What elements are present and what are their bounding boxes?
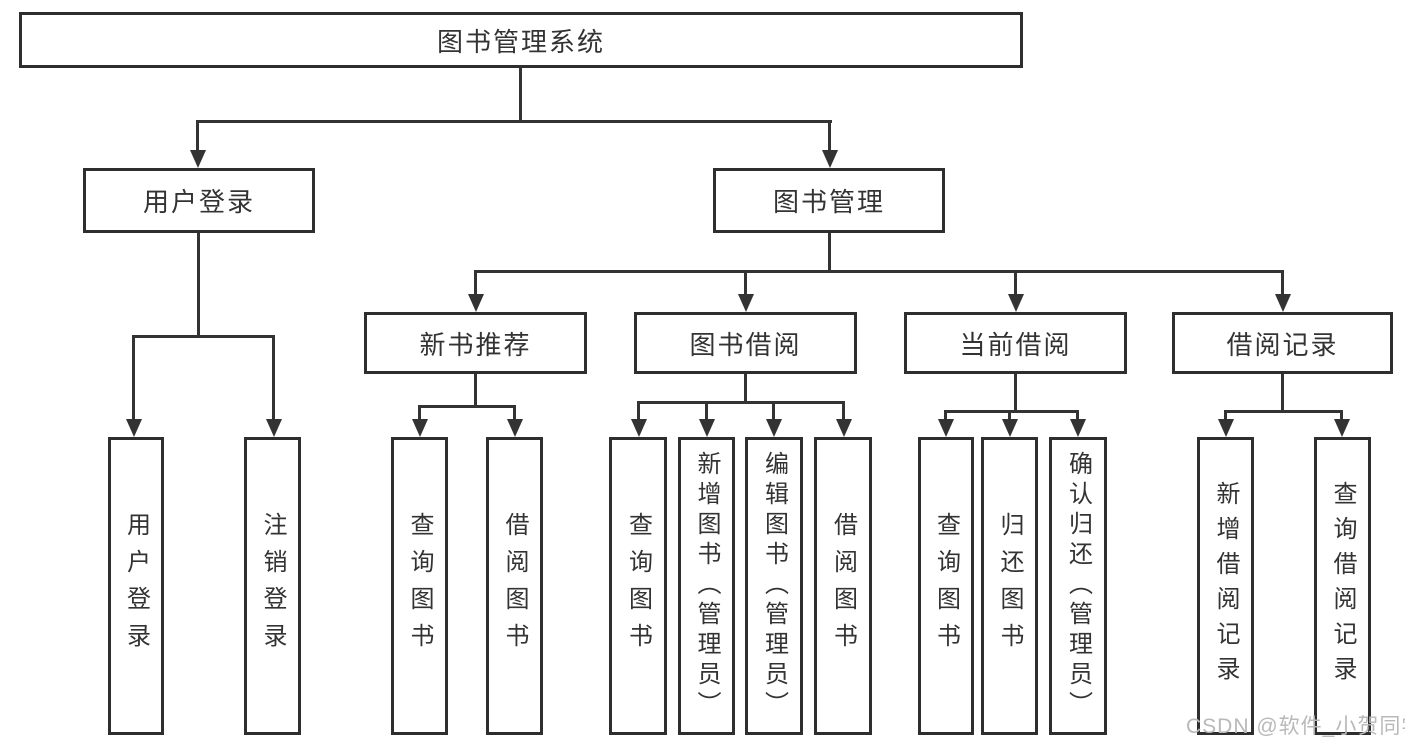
node-label: 图书借阅	[689, 329, 802, 360]
leaf-label: 新增图书（管理员）	[693, 451, 720, 721]
leaf-label: 查询图书	[932, 512, 960, 660]
node-user-login: 用户登录	[83, 168, 315, 233]
connector-drop-user-login	[196, 120, 199, 150]
csdn-watermark: CSDN @软件_小贺同学	[1186, 715, 1405, 738]
connector-drop-book-mgmt	[828, 120, 831, 150]
connector-root-bar	[196, 120, 832, 123]
connector-drop	[772, 401, 775, 419]
leaf-return-books: 归还图书	[981, 437, 1038, 735]
connector-new-books-stem	[474, 374, 477, 405]
connector-drop-logout	[272, 335, 275, 419]
connector-current-borrow-bar	[944, 410, 1079, 413]
leaf-label: 用户登录	[122, 512, 150, 660]
leaf-label: 查询图书	[624, 512, 652, 660]
leaf-add-borrow-record: 新增借阅记录	[1197, 437, 1254, 735]
connector-book-mgmt-bar	[474, 270, 1284, 273]
leaf-label: 新增借阅记录	[1212, 481, 1239, 691]
arrow-down-icon	[507, 419, 523, 437]
node-root-label: 图书管理系统	[436, 26, 605, 57]
connector-borrow-records-stem	[1281, 374, 1284, 410]
arrow-down-icon	[699, 419, 715, 437]
arrow-down-icon	[190, 150, 206, 168]
arrow-down-icon	[1218, 419, 1234, 437]
connector-book-borrow-bar	[637, 401, 845, 404]
connector-book-mgmt-stem	[828, 233, 831, 270]
leaf-confirm-return-admin: 确认归还（管理员）	[1049, 437, 1107, 735]
leaf-label: 借阅图书	[501, 512, 528, 660]
leaf-label: 注销登录	[259, 512, 286, 660]
connector-drop	[944, 410, 947, 419]
leaf-query-books: 查询图书	[609, 437, 667, 735]
connector-drop	[1008, 410, 1011, 419]
connector-new-books-bar	[418, 405, 516, 408]
connector-drop-current-borrow	[1014, 270, 1017, 294]
leaf-borrow-books: 借阅图书	[814, 437, 872, 735]
node-book-borrowing: 图书借阅	[634, 312, 857, 374]
leaf-label: 归还图书	[996, 512, 1023, 660]
connector-user-login-bar	[132, 335, 275, 338]
arrow-down-icon	[631, 419, 647, 437]
node-book-management-label: 图书管理	[772, 187, 885, 217]
leaf-label: 编辑图书（管理员）	[760, 451, 788, 721]
arrow-down-icon	[738, 294, 754, 312]
node-new-book-recommendation: 新书推荐	[364, 312, 587, 374]
leaf-borrow-books: 借阅图书	[486, 437, 543, 735]
arrow-down-icon	[822, 150, 838, 168]
leaf-edit-books-admin: 编辑图书（管理员）	[745, 437, 803, 735]
leaf-user-login: 用户登录	[108, 437, 164, 735]
connector-drop	[513, 405, 516, 419]
connector-drop	[1340, 410, 1343, 419]
leaf-logout: 注销登录	[244, 437, 301, 735]
arrow-down-icon	[938, 419, 954, 437]
node-book-management: 图书管理	[713, 168, 945, 233]
arrow-down-icon	[1275, 294, 1291, 312]
arrow-down-icon	[266, 419, 282, 437]
arrow-down-icon	[468, 294, 484, 312]
leaf-query-books: 查询图书	[391, 437, 448, 735]
connector-drop	[418, 405, 421, 419]
node-borrowing-records: 借阅记录	[1172, 312, 1393, 374]
connector-drop	[1076, 410, 1079, 419]
leaf-label: 查询图书	[406, 512, 433, 660]
connector-root-stem	[519, 68, 522, 120]
leaf-query-books: 查询图书	[918, 437, 974, 735]
connector-user-login-stem	[197, 233, 200, 335]
arrow-down-icon	[1070, 419, 1086, 437]
leaf-add-books-admin: 新增图书（管理员）	[678, 437, 735, 735]
arrow-down-icon	[1008, 294, 1024, 312]
node-label: 新书推荐	[419, 329, 532, 360]
connector-book-borrow-stem	[744, 374, 747, 401]
connector-drop-borrow-records	[1281, 270, 1284, 294]
arrow-down-icon	[1002, 419, 1018, 437]
connector-borrow-records-bar	[1224, 410, 1343, 413]
leaf-label: 查询借阅记录	[1329, 481, 1356, 691]
connector-drop-new-books	[474, 270, 477, 294]
connector-drop	[705, 401, 708, 419]
connector-drop	[637, 401, 640, 419]
node-label: 当前借阅	[959, 329, 1072, 360]
connector-drop	[1224, 410, 1227, 419]
arrow-down-icon	[766, 419, 782, 437]
arrow-down-icon	[126, 419, 142, 437]
connector-drop-login	[132, 335, 135, 419]
node-label: 借阅记录	[1226, 329, 1339, 360]
leaf-query-borrow-record: 查询借阅记录	[1314, 437, 1371, 735]
arrow-down-icon	[412, 419, 428, 437]
connector-drop-book-borrow	[744, 270, 747, 294]
node-current-borrowing: 当前借阅	[904, 312, 1127, 374]
leaf-label: 借阅图书	[829, 512, 857, 660]
node-root-library-system: 图书管理系统	[19, 12, 1023, 68]
connector-current-borrow-stem	[1014, 374, 1017, 410]
connector-drop	[842, 401, 845, 419]
arrow-down-icon	[836, 419, 852, 437]
node-user-login-label: 用户登录	[142, 187, 255, 217]
arrow-down-icon	[1334, 419, 1350, 437]
leaf-label: 确认归还（管理员）	[1064, 451, 1092, 721]
